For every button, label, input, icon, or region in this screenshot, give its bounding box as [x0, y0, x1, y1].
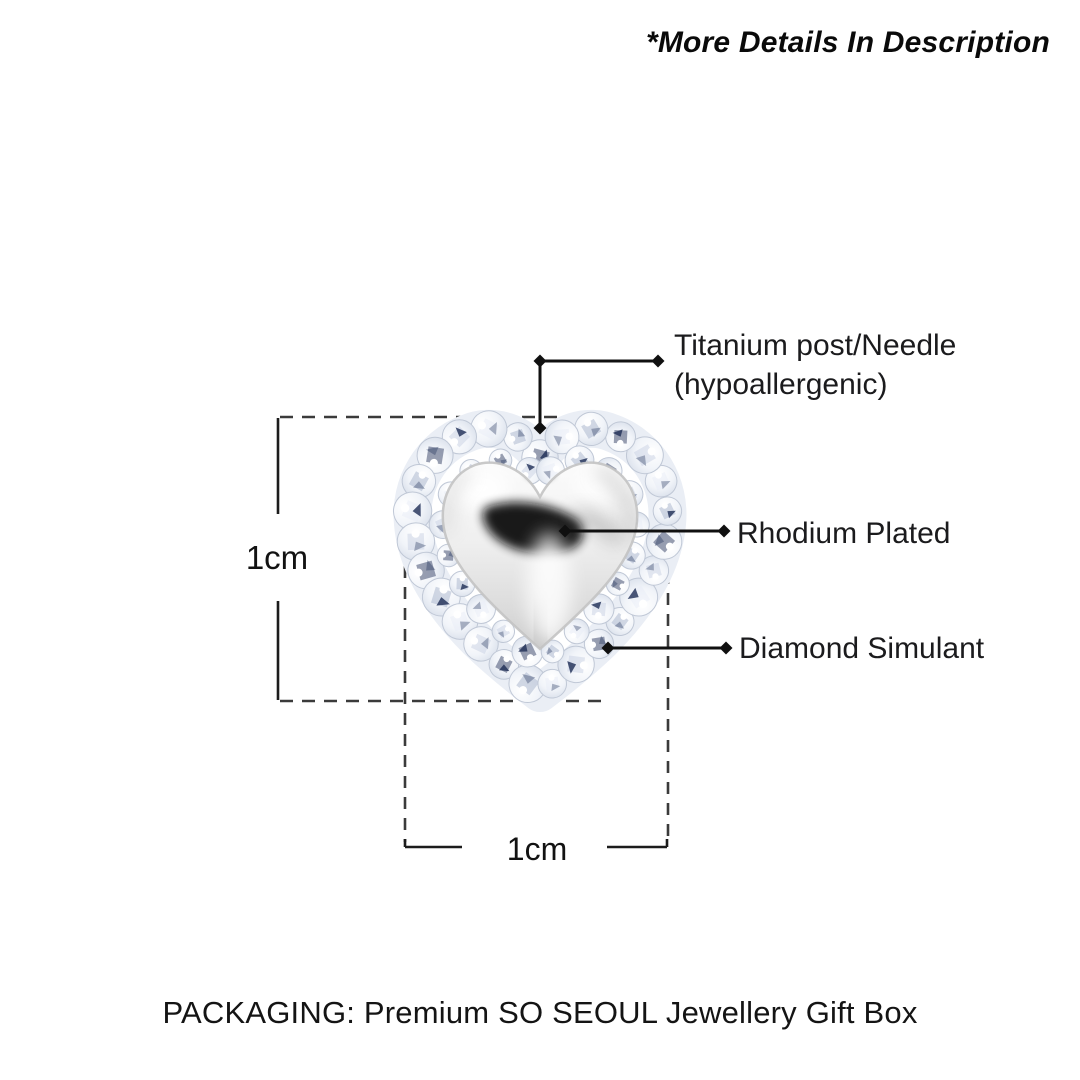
crystal [626, 436, 664, 475]
width-dimension-label: 1cm [506, 831, 568, 867]
crystal [574, 411, 609, 446]
crystal [401, 464, 437, 499]
crystal [537, 668, 568, 699]
leader-lines [533, 354, 733, 655]
diamond-marker [651, 354, 665, 368]
titanium-post-label-line1: Titanium post/Needle [674, 329, 957, 362]
width-dimension-line-left-segment [403, 839, 462, 849]
titanium-post-label: Titanium post/Needle (hypoallergenic) [674, 326, 956, 404]
crystal [503, 422, 533, 452]
rhodium-leader-line [558, 524, 731, 538]
rhodium-plated-label: Rhodium Plated [737, 517, 951, 550]
crystal [540, 639, 565, 664]
more-details-note: *More Details In Description [645, 26, 1050, 59]
crystal [605, 421, 636, 453]
crystal-halo [393, 410, 683, 704]
crystal [652, 496, 683, 526]
crystal [645, 523, 683, 560]
crystal [441, 419, 477, 455]
dimension-lines [276, 418, 669, 849]
crystal [644, 464, 678, 498]
diamond-marker [533, 354, 547, 368]
earring-illustration [393, 406, 686, 705]
diamond-marker [719, 641, 733, 655]
titanium-post-label-line2: (hypoallergenic) [674, 368, 888, 401]
crystal [557, 645, 595, 684]
crystal [416, 436, 454, 474]
height-dimension-label: 1cm [245, 539, 309, 576]
diamond-simulant-leader-line [601, 641, 733, 655]
width-dimension-line-right-segment [607, 839, 669, 849]
diamond-marker [717, 524, 731, 538]
crystal [617, 541, 646, 570]
crystal [563, 618, 590, 645]
packaging-note: PACKAGING: Premium SO SEOUL Jewellery Gi… [162, 995, 918, 1030]
crystal [491, 619, 515, 643]
crystal [393, 491, 433, 531]
crystal [463, 626, 499, 662]
crystal [407, 551, 445, 590]
diamond-simulant-label: Diamond Simulant [739, 632, 985, 665]
titanium-leader-line [533, 354, 665, 435]
crystal [396, 522, 436, 561]
